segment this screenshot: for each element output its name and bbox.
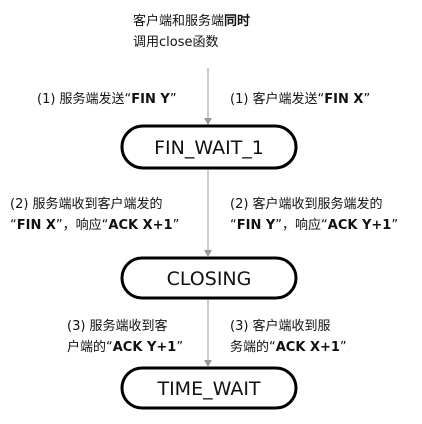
step1-left-label: (1) 服务端发送“FIN Y”: [37, 91, 177, 107]
step3-right-line1: (3) 客户端收到服: [230, 318, 331, 334]
step3-left-line1: (3) 服务端收到客: [67, 318, 168, 334]
state-label-closing: CLOSING: [167, 268, 252, 290]
top-note-line2: 调用close函数: [133, 35, 218, 50]
step2-right-line1: (2) 客户端收到服务端发的: [230, 196, 383, 212]
step1-right-label: (1) 客户端发送“FIN X”: [230, 91, 370, 107]
step3-right-line2: 务端的“ACK X+1”: [230, 339, 347, 355]
state-box-closing: [120, 256, 298, 300]
step3-left-line2: 户端的“ACK Y+1”: [67, 339, 183, 355]
state-box-time-wait: [120, 366, 298, 410]
top-note-line1: 客户端和服务端同时: [133, 13, 250, 29]
state-box-fin-wait-1: [120, 124, 298, 170]
step2-left-line2: “FIN X”，响应“ACK X+1”: [10, 217, 179, 233]
step2-left-line1: (2) 服务端收到客户端发的: [10, 196, 163, 212]
step2-right-line2: “FIN Y”，响应“ACK Y+1”: [230, 217, 398, 233]
state-label-fin-wait-1: FIN_WAIT_1: [154, 137, 264, 159]
state-label-time-wait: TIME_WAIT: [156, 378, 260, 400]
